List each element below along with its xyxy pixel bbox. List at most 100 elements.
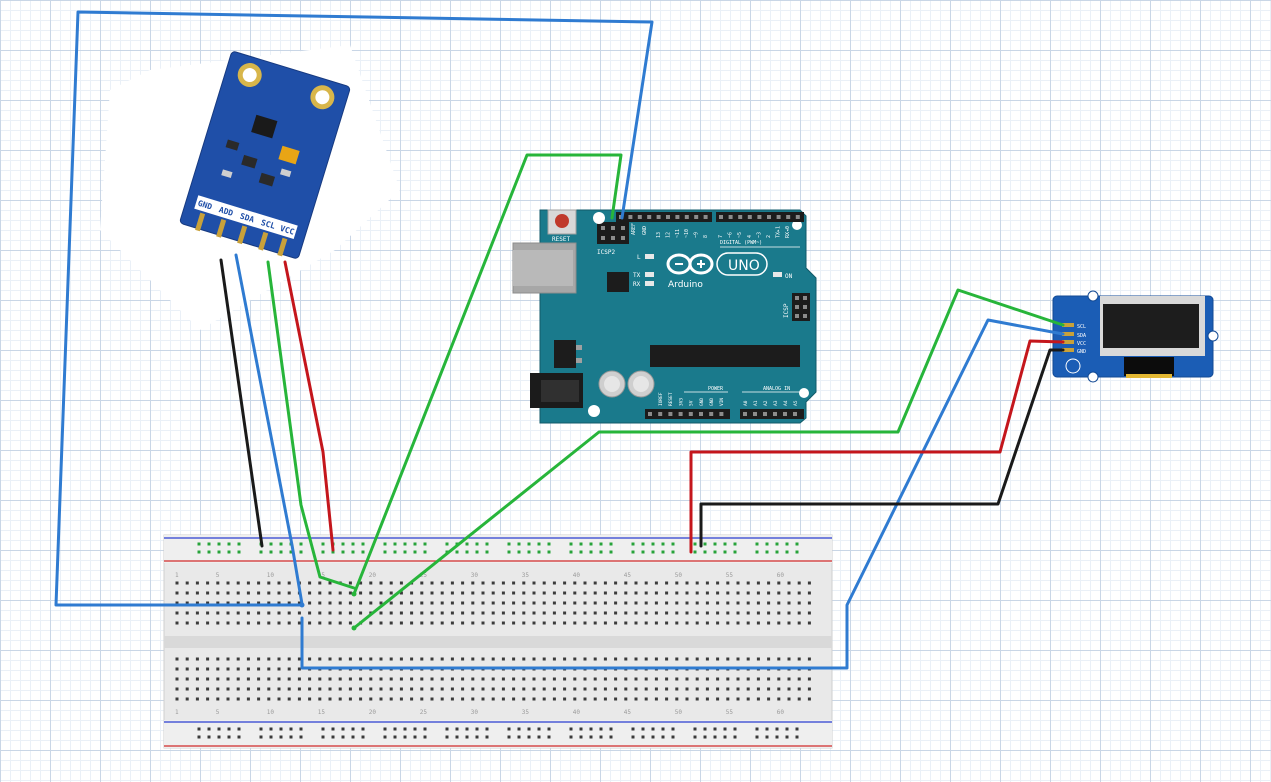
header-pin[interactable]: [783, 412, 787, 416]
breadboard-hole[interactable]: [501, 601, 505, 605]
breadboard-hole[interactable]: [318, 677, 322, 681]
header-pin[interactable]: [678, 412, 683, 416]
header-pin[interactable]: [684, 215, 689, 219]
breadboard-hole[interactable]: [614, 697, 618, 701]
breadboard-hole[interactable]: [226, 601, 230, 605]
breadboard-hole[interactable]: [236, 581, 240, 585]
breadboard-hole[interactable]: [491, 687, 495, 691]
breadboard-hole[interactable]: [195, 611, 199, 615]
breadboard-hole[interactable]: [410, 687, 414, 691]
breadboard-hole[interactable]: [675, 621, 679, 625]
rail-hole[interactable]: [207, 735, 211, 739]
breadboard-hole[interactable]: [185, 581, 189, 585]
breadboard-hole[interactable]: [787, 601, 791, 605]
breadboard-hole[interactable]: [603, 591, 607, 595]
breadboard-hole[interactable]: [767, 687, 771, 691]
breadboard-hole[interactable]: [399, 611, 403, 615]
breadboard-hole[interactable]: [430, 657, 434, 661]
breadboard-hole[interactable]: [246, 657, 250, 661]
rail-hole[interactable]: [651, 735, 655, 739]
breadboard-hole[interactable]: [532, 611, 536, 615]
breadboard-hole[interactable]: [450, 657, 454, 661]
rail-hole[interactable]: [671, 727, 675, 731]
rail-hole[interactable]: [351, 727, 355, 731]
breadboard-hole[interactable]: [797, 697, 801, 701]
breadboard-hole[interactable]: [583, 687, 587, 691]
wire-sensor-gnd[interactable]: [219, 258, 264, 548]
breadboard-hole[interactable]: [634, 591, 638, 595]
rail-hole[interactable]: [795, 735, 799, 739]
breadboard-hole[interactable]: [654, 657, 658, 661]
breadboard-hole[interactable]: [175, 591, 179, 595]
rail-hole[interactable]: [227, 542, 231, 546]
breadboard-hole[interactable]: [450, 601, 454, 605]
breadboard-hole[interactable]: [675, 657, 679, 661]
rail-hole[interactable]: [537, 735, 541, 739]
breadboard-hole[interactable]: [573, 677, 577, 681]
header-pin[interactable]: [688, 412, 693, 416]
breadboard-hole[interactable]: [236, 697, 240, 701]
header-pin[interactable]: [786, 215, 791, 219]
breadboard-hole[interactable]: [705, 687, 709, 691]
breadboard-hole[interactable]: [797, 687, 801, 691]
header-pin[interactable]: [753, 412, 757, 416]
breadboard-hole[interactable]: [634, 621, 638, 625]
breadboard-hole[interactable]: [308, 601, 312, 605]
rail-hole[interactable]: [485, 727, 489, 731]
breadboard-hole[interactable]: [195, 677, 199, 681]
breadboard-hole[interactable]: [348, 677, 352, 681]
breadboard-hole[interactable]: [522, 601, 526, 605]
breadboard-hole[interactable]: [195, 667, 199, 671]
breadboard-hole[interactable]: [338, 621, 342, 625]
breadboard-hole[interactable]: [410, 697, 414, 701]
breadboard-hole[interactable]: [450, 621, 454, 625]
breadboard-hole[interactable]: [807, 677, 811, 681]
rail-hole[interactable]: [795, 550, 799, 554]
breadboard-hole[interactable]: [563, 697, 567, 701]
breadboard-hole[interactable]: [767, 657, 771, 661]
breadboard-hole[interactable]: [236, 687, 240, 691]
rail-hole[interactable]: [455, 735, 459, 739]
breadboard-hole[interactable]: [624, 697, 628, 701]
breadboard-hole[interactable]: [583, 611, 587, 615]
rail-hole[interactable]: [445, 542, 449, 546]
rail-hole[interactable]: [197, 550, 201, 554]
rail-hole[interactable]: [775, 542, 779, 546]
breadboard-hole[interactable]: [450, 697, 454, 701]
rail-hole[interactable]: [517, 735, 521, 739]
breadboard-hole[interactable]: [481, 611, 485, 615]
breadboard-hole[interactable]: [807, 657, 811, 661]
breadboard-hole[interactable]: [787, 677, 791, 681]
breadboard-hole[interactable]: [440, 591, 444, 595]
rail-hole[interactable]: [227, 550, 231, 554]
breadboard-hole[interactable]: [328, 601, 332, 605]
breadboard-hole[interactable]: [308, 687, 312, 691]
breadboard-hole[interactable]: [787, 611, 791, 615]
breadboard-hole[interactable]: [522, 591, 526, 595]
breadboard-hole[interactable]: [552, 601, 556, 605]
breadboard-hole[interactable]: [287, 687, 291, 691]
breadboard-hole[interactable]: [614, 621, 618, 625]
breadboard-hole[interactable]: [501, 677, 505, 681]
breadboard-hole[interactable]: [726, 581, 730, 585]
breadboard-hole[interactable]: [359, 591, 363, 595]
breadboard-hole[interactable]: [603, 697, 607, 701]
rail-hole[interactable]: [785, 735, 789, 739]
breadboard-hole[interactable]: [297, 667, 301, 671]
breadboard-hole[interactable]: [512, 581, 516, 585]
rail-hole[interactable]: [217, 542, 221, 546]
breadboard-hole[interactable]: [665, 601, 669, 605]
breadboard-hole[interactable]: [338, 687, 342, 691]
breadboard-hole[interactable]: [716, 657, 720, 661]
breadboard-hole[interactable]: [583, 581, 587, 585]
breadboard-hole[interactable]: [287, 677, 291, 681]
breadboard-hole[interactable]: [624, 581, 628, 585]
breadboard-hole[interactable]: [644, 611, 648, 615]
rail-hole[interactable]: [713, 550, 717, 554]
rail-hole[interactable]: [259, 735, 263, 739]
breadboard-hole[interactable]: [644, 677, 648, 681]
rail-hole[interactable]: [547, 735, 551, 739]
breadboard-hole[interactable]: [440, 677, 444, 681]
breadboard-hole[interactable]: [216, 621, 220, 625]
rail-hole[interactable]: [351, 735, 355, 739]
